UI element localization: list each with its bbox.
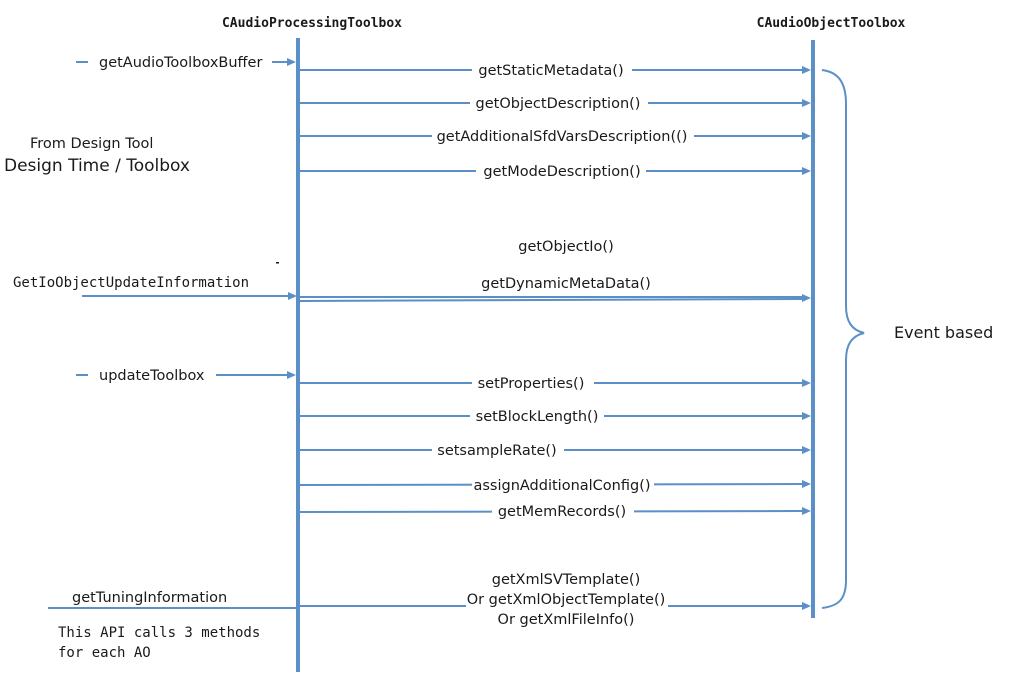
- message-label: getXmlSVTemplate(): [492, 572, 641, 588]
- message-assign-additional-config: assignAdditionalConfig(): [299, 473, 811, 495]
- message-label: getModeDescription(): [483, 164, 640, 180]
- message-get-mem-records: getMemRecords(): [299, 499, 811, 521]
- arrowhead-icon: [287, 371, 296, 379]
- message-label-get-object-io: getObjectIo(): [518, 239, 614, 255]
- message-label: setsampleRate(): [437, 443, 556, 459]
- message-label: setBlockLength(): [476, 409, 599, 425]
- event-based-label: Event based: [894, 323, 993, 342]
- incoming-call-label: getAudioToolboxBuffer: [99, 55, 262, 71]
- message-get-xml-template: getXmlSVTemplate() Or getXmlObjectTempla…: [300, 572, 811, 628]
- message-label: Or getXmlFileInfo(): [498, 612, 635, 628]
- message-label: Or getXmlObjectTemplate(): [467, 592, 666, 608]
- incoming-call-label: GetIoObjectUpdateInformation: [13, 275, 249, 291]
- artifact-mark: [276, 262, 279, 264]
- api-note-line-2: for each AO: [58, 645, 151, 661]
- message-set-sample-rate: setsampleRate(): [300, 438, 811, 460]
- incoming-call-label: updateToolbox: [99, 368, 205, 384]
- message-label: getAdditionalSfdVarsDescription((): [437, 129, 688, 145]
- message-label: getMemRecords(): [498, 504, 626, 520]
- lifeline-header-left: CAudioProcessingToolbox: [222, 16, 402, 31]
- message-label: getObjectDescription(): [476, 96, 641, 112]
- api-note-line-1: This API calls 3 methods: [58, 625, 260, 641]
- from-design-tool-label: From Design Tool: [30, 136, 153, 152]
- message-get-object-description: getObjectDescription(): [300, 91, 811, 113]
- message-set-properties: setProperties(): [300, 371, 811, 393]
- arrowhead-icon: [287, 58, 296, 66]
- message-label: getDynamicMetaData(): [481, 276, 651, 292]
- message-label: setProperties(): [478, 376, 585, 392]
- event-based-brace: [821, 69, 865, 609]
- message-label: getStaticMetadata(): [478, 63, 623, 79]
- arrowhead-icon: [288, 292, 297, 300]
- message-get-dynamic-metadata: getDynamicMetaData(): [299, 276, 811, 302]
- message-get-static-metadata: getStaticMetadata(): [300, 58, 811, 80]
- message-get-mode-description: getModeDescription(): [300, 159, 811, 181]
- incoming-call-label: getTuningInformation: [72, 590, 227, 606]
- message-set-block-length: setBlockLength(): [300, 404, 811, 426]
- design-time-label: Design Time / Toolbox: [4, 156, 190, 176]
- message-get-additional-sfd-vars-description: getAdditionalSfdVarsDescription((): [300, 124, 811, 146]
- message-label: assignAdditionalConfig(): [473, 478, 650, 494]
- lifeline-header-right: CAudioObjectToolbox: [757, 16, 906, 31]
